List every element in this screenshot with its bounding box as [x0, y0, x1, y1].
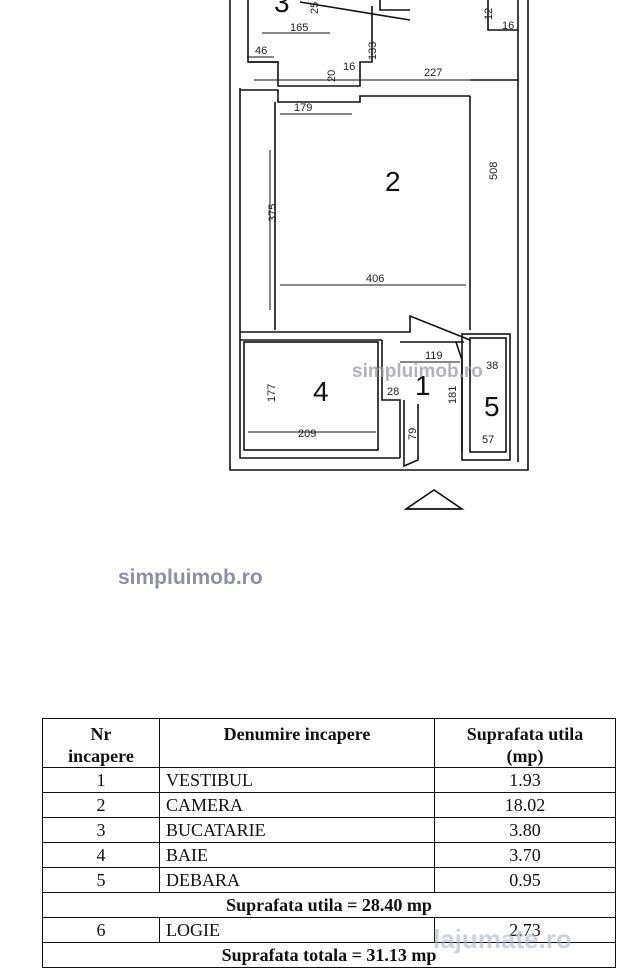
table-row: 5 DEBARA 0.95 — [42, 867, 616, 893]
cell-area: 1.93 — [434, 767, 616, 793]
header-name: Denumire incapere — [159, 718, 435, 768]
area-table: Nr incapere Denumire incapere Suprafata … — [42, 718, 616, 968]
cell-area: 0.95 — [434, 867, 616, 893]
dim-label: 16 — [343, 61, 355, 73]
cell-nr: 1 — [42, 767, 160, 793]
header-area: Suprafata utila (mp) — [434, 718, 616, 768]
cell-name: VESTIBUL — [159, 767, 435, 793]
dim-label: 119 — [425, 350, 443, 362]
cell-name: BAIE — [159, 842, 435, 868]
dim-label: 375 — [267, 204, 279, 222]
floor-plan: 165 25 133 12 16 46 20 16 227 179 508 37… — [229, 0, 529, 510]
table-row: 6 LOGIE 2.73 — [42, 917, 616, 943]
dim-label: 181 — [447, 386, 459, 404]
dim-label: 508 — [488, 162, 500, 180]
room-number-5: 5 — [484, 391, 500, 422]
cell-name: DEBARA — [159, 867, 435, 893]
cell-name: LOGIE — [159, 917, 435, 943]
corner-watermark: lajumate.ro — [433, 924, 572, 954]
header-nr: Nr incapere — [42, 718, 160, 768]
plan-watermark: simpluimob.ro — [352, 361, 483, 382]
cell-area: 18.02 — [434, 792, 616, 818]
bath-room — [243, 341, 379, 451]
north-arrow-icon — [403, 489, 465, 510]
cell-name: BUCATARIE — [159, 817, 435, 843]
dim-label: 12 — [483, 8, 495, 20]
dim-label: 179 — [294, 102, 312, 114]
dim-label: 227 — [424, 67, 442, 79]
dim-label: 209 — [298, 428, 316, 440]
dim-label: 46 — [255, 45, 267, 57]
useful-total-row: Suprafata utila = 28.40 mp — [42, 892, 616, 918]
table-row: 4 BAIE 3.70 — [42, 842, 616, 868]
inner-wall — [239, 88, 400, 459]
cell-nr: 4 — [42, 842, 160, 868]
dim-label: 38 — [486, 360, 498, 372]
room-number-4: 4 — [313, 376, 329, 407]
table-header-row: Nr incapere Denumire incapere Suprafata … — [42, 718, 616, 768]
site-watermark: simpluimob.ro — [118, 566, 263, 589]
table-row: 1 VESTIBUL 1.93 — [42, 767, 616, 793]
dim-label: 20 — [326, 70, 338, 82]
cell-nr: 2 — [42, 792, 160, 818]
dim-label: 25 — [309, 2, 321, 14]
cell-area: 3.70 — [434, 842, 616, 868]
useful-total: Suprafata utila = 28.40 mp — [42, 892, 616, 918]
room-number-2: 2 — [385, 166, 401, 197]
outer-wall — [229, 0, 529, 471]
room-number-1: 1 — [415, 370, 431, 401]
dim-label: 165 — [290, 22, 308, 34]
room-number-3: 3 — [274, 0, 290, 18]
cell-nr: 5 — [42, 867, 160, 893]
cell-area: 3.80 — [434, 817, 616, 843]
dim-label: 57 — [482, 434, 494, 446]
cell-nr: 3 — [42, 817, 160, 843]
dim-label: 16 — [502, 20, 514, 32]
room2-bottom-wall — [240, 314, 471, 341]
dim-label: 406 — [366, 273, 384, 285]
grand-total-row: Suprafata totala = 31.13 mp — [42, 942, 616, 968]
table-row: 2 CAMERA 18.02 — [42, 792, 616, 818]
dim-label: 28 — [387, 386, 399, 398]
cell-nr: 6 — [42, 917, 160, 943]
cell-name: CAMERA — [159, 792, 435, 818]
room2-top-wall — [240, 89, 470, 103]
dim-label: 133 — [367, 42, 379, 60]
dim-label: 177 — [266, 384, 278, 402]
table-row: 3 BUCATARIE 3.80 — [42, 817, 616, 843]
dim-label: 79 — [407, 428, 419, 440]
grand-total: Suprafata totala = 31.13 mp — [42, 942, 616, 968]
